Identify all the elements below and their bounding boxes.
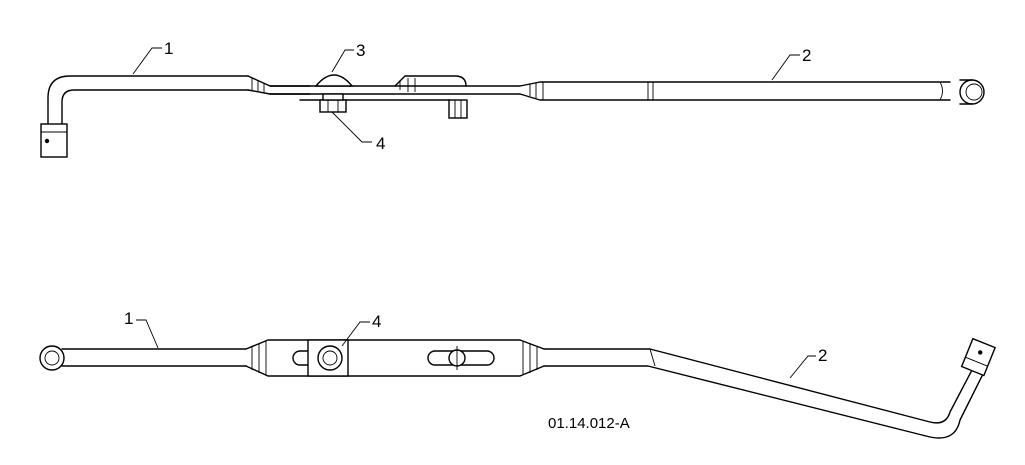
top-leader-1 — [132, 47, 162, 75]
top-fastener — [448, 99, 468, 119]
bottom-end-eye — [39, 345, 65, 371]
top-overlap-plate — [269, 74, 521, 119]
bottom-part-2-rod — [543, 337, 997, 439]
top-part-4-nut — [319, 99, 347, 113]
bottom-leader-4 — [341, 321, 370, 347]
bottom-leader-1 — [136, 319, 159, 349]
top-leader-3 — [331, 49, 354, 73]
top-leader-2 — [771, 54, 800, 81]
bottom-callout-4: 4 — [372, 312, 381, 331]
bottom-callout-2: 2 — [818, 346, 827, 365]
bottom-middle-body — [245, 339, 545, 377]
bottom-end-clip — [960, 337, 997, 377]
bottom-leader-2 — [789, 355, 816, 379]
top-callout-2: 2 — [802, 46, 811, 65]
document-id: 01.14.012-A — [548, 415, 630, 432]
bottom-view-assembly: 1 4 2 — [39, 309, 997, 439]
top-callout-1: 1 — [164, 39, 173, 58]
top-end-eye — [959, 79, 985, 105]
bottom-part-1-rod — [39, 345, 247, 371]
top-callout-3: 3 — [356, 41, 365, 60]
top-leader-4 — [331, 111, 372, 143]
bottom-callout-1: 1 — [124, 309, 133, 328]
top-part-3-bump — [314, 74, 354, 87]
top-part-2-rod — [519, 79, 985, 105]
top-view-assembly: 1 3 4 2 — [40, 39, 985, 158]
top-part-1-rod — [40, 75, 311, 158]
top-callout-4: 4 — [376, 134, 385, 153]
bottom-part-4-nut — [317, 345, 343, 371]
